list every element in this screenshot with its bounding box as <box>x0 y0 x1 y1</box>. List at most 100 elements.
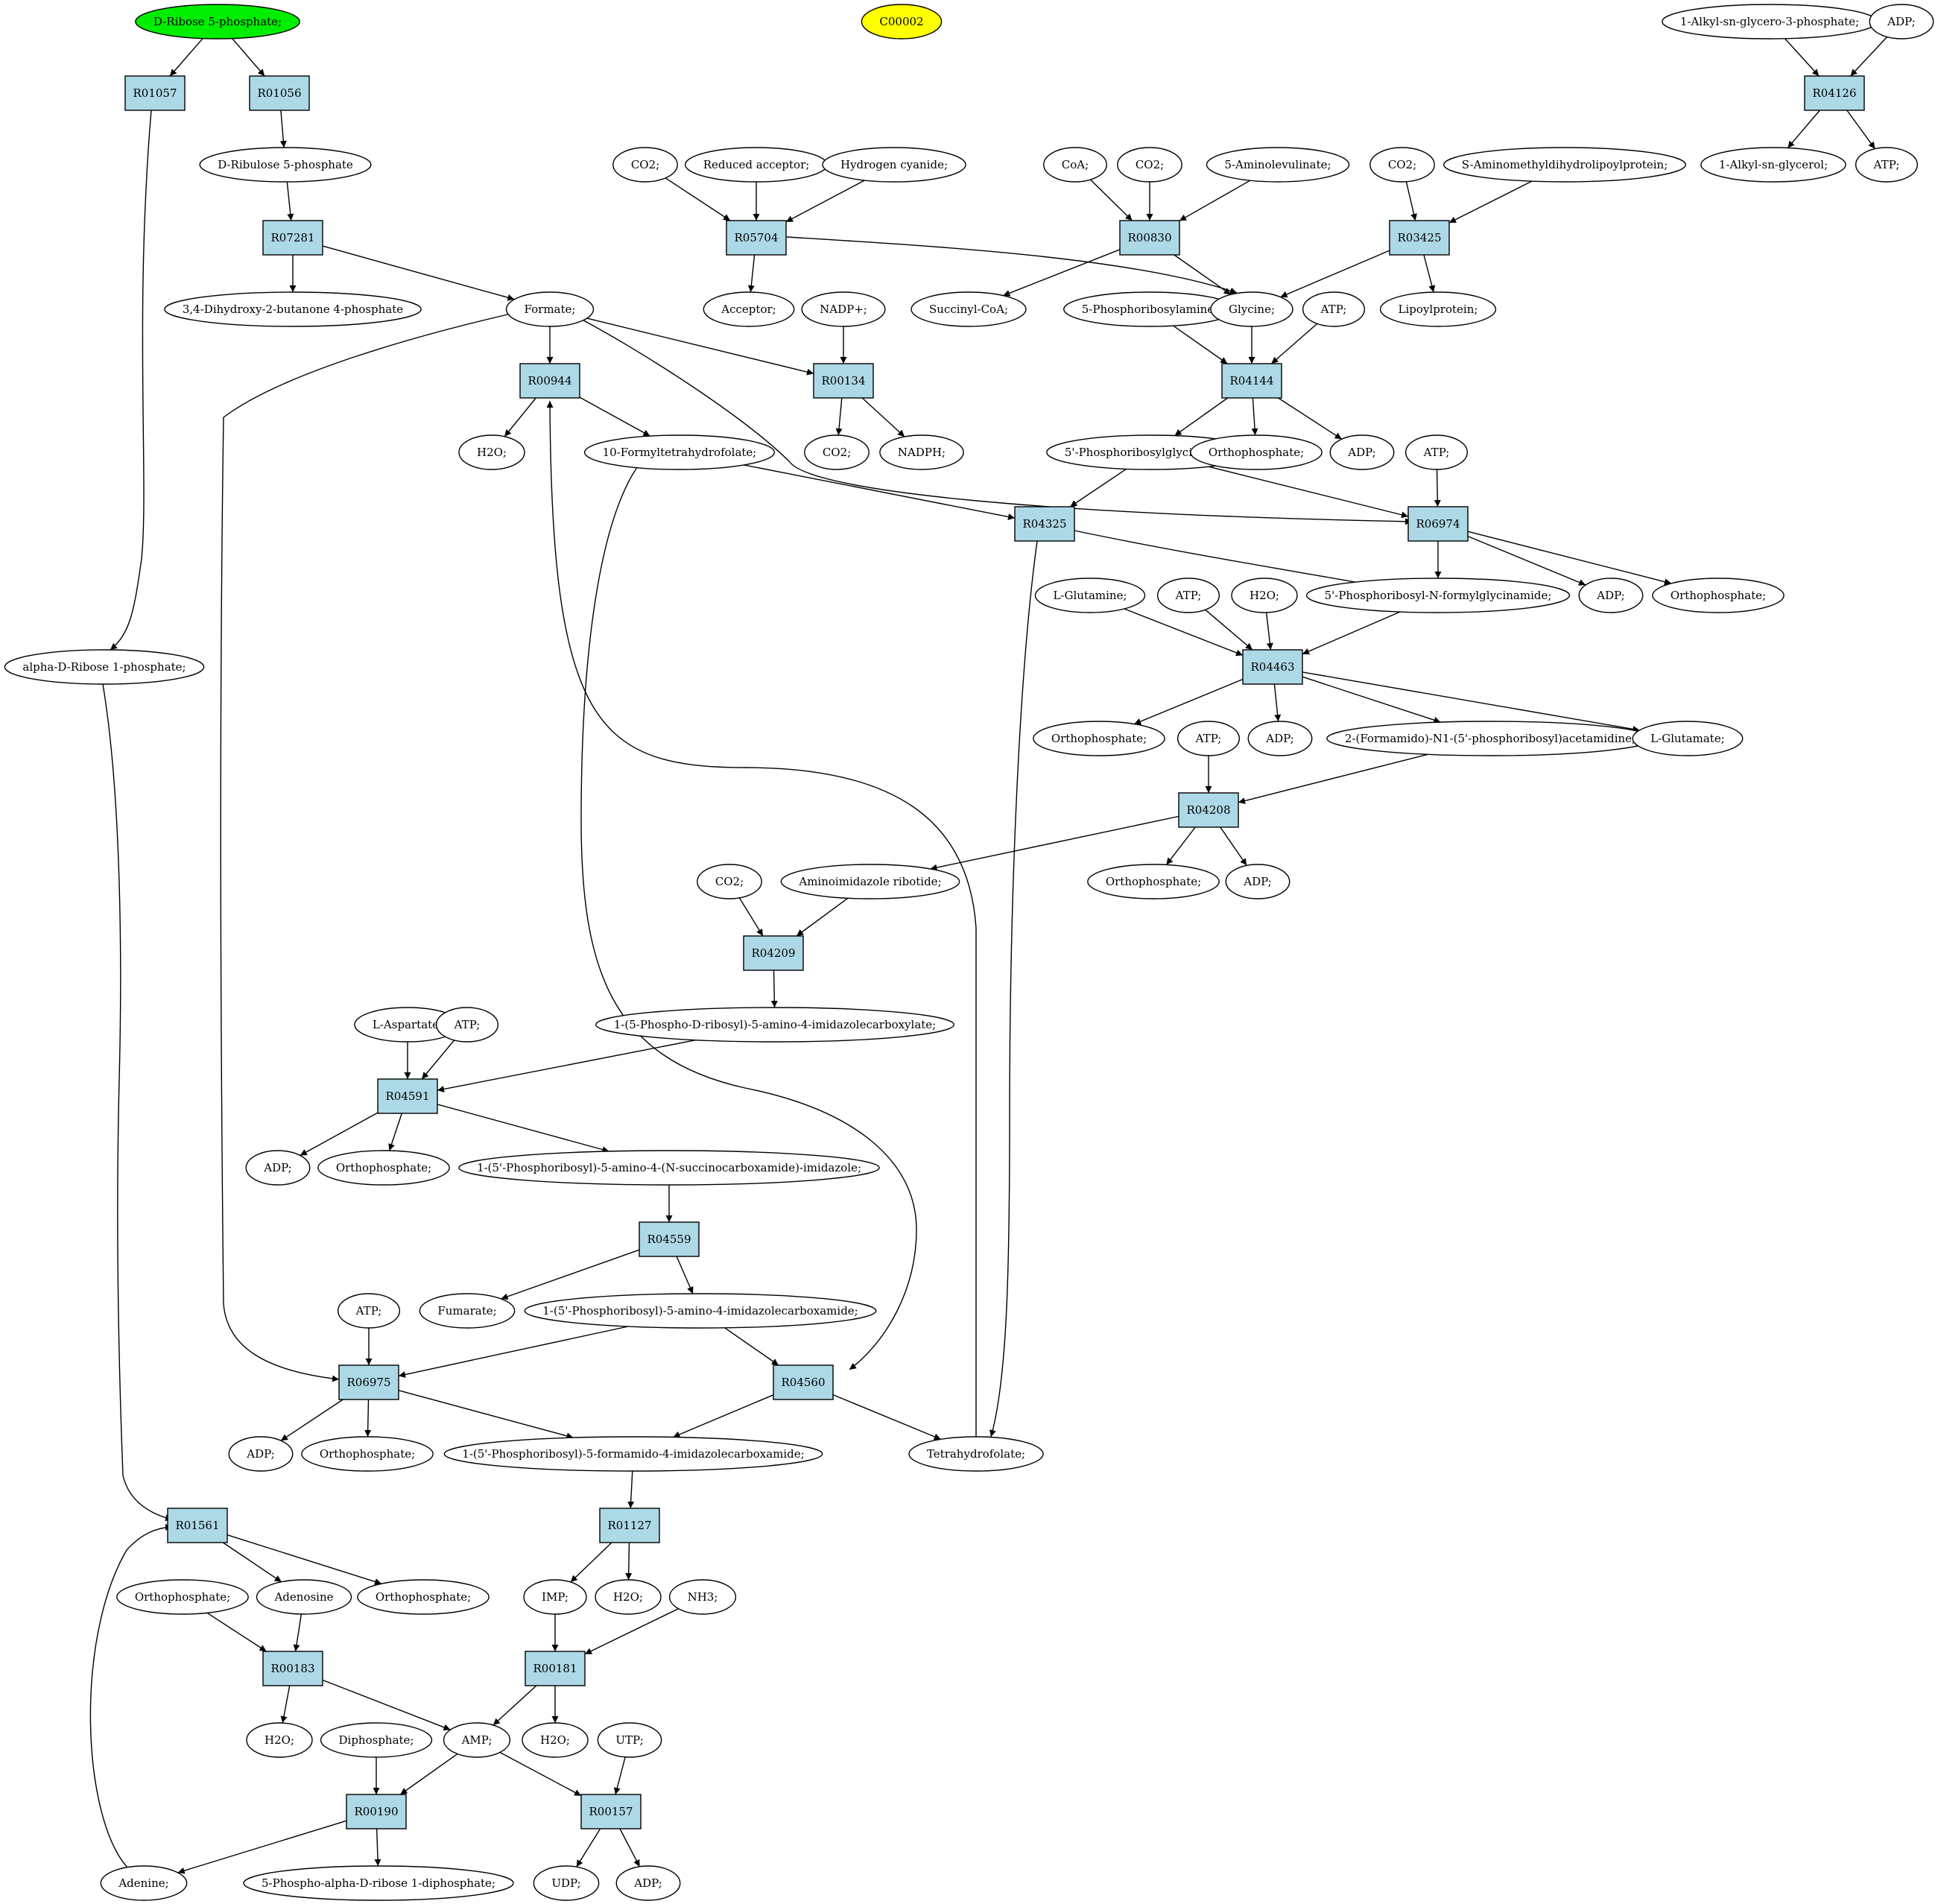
compound-node-c_atp_j[interactable]: ATP; <box>1176 721 1241 756</box>
compound-node-c_c00002[interactable]: C00002 <box>861 4 943 39</box>
reaction-node-r_R03425[interactable]: R03425 <box>1389 220 1450 256</box>
compound-node-c_h2o_c[interactable]: H2O; <box>595 1579 662 1615</box>
reaction-node-r_R06974[interactable]: R06974 <box>1407 506 1469 542</box>
reaction-node-r_R04144[interactable]: R04144 <box>1221 363 1282 399</box>
compound-node-c_pi_f[interactable]: Orthophosphate; <box>301 1436 434 1472</box>
compound-node-c_fgar[interactable]: 5'-Phosphoribosyl-N-formylglycinamide; <box>1305 578 1571 613</box>
compound-node-c_pi_e[interactable]: Orthophosphate; <box>317 1150 450 1186</box>
compound-node-c_ribulose5p[interactable]: D-Ribulose 5-phosphate <box>199 147 372 183</box>
reaction-node-r_R01057[interactable]: R01057 <box>124 75 186 111</box>
compound-node-c_adp_f[interactable]: ADP; <box>228 1436 294 1472</box>
compound-node-c_fgam[interactable]: 2-(Formamido)-N1-(5'-phosphoribosyl)acet… <box>1326 721 1654 756</box>
reaction-node-r_R00830[interactable]: R00830 <box>1119 220 1180 256</box>
compound-node-c_nadp[interactable]: NADP+; <box>801 291 886 327</box>
compound-node-c_redacc[interactable]: Reduced acceptor; <box>685 147 828 183</box>
reaction-node-r_R01561[interactable]: R01561 <box>167 1508 228 1543</box>
reaction-node-r_R04325[interactable]: R04325 <box>1014 506 1075 542</box>
compound-node-c_pi_c[interactable]: Orthophosphate; <box>1033 721 1165 756</box>
compound-node-c_adenosine[interactable]: Adenosine <box>256 1579 352 1615</box>
reaction-node-r_R00134[interactable]: R00134 <box>813 363 874 399</box>
compound-node-c_co2_d[interactable]: CO2; <box>804 434 870 470</box>
compound-node-c_dhbp[interactable]: 3,4-Dihydroxy-2-butanone 4-phosphate <box>164 291 422 327</box>
compound-node-c_atp_k[interactable]: ATP; <box>435 1007 499 1043</box>
reaction-node-r_R06975[interactable]: R06975 <box>338 1364 399 1400</box>
compound-node-c_rib5p[interactable]: D-Ribose 5-phosphate; <box>135 4 300 39</box>
compound-node-c_nh3[interactable]: NH3; <box>668 1579 737 1615</box>
compound-node-c_samdlp[interactable]: S-Aminomethyldihydrolipoylprotein; <box>1443 147 1686 183</box>
compound-node-c_nadph[interactable]: NADPH; <box>879 434 964 470</box>
compound-node-c_amp[interactable]: AMP; <box>443 1722 511 1758</box>
compound-node-c_atp_top[interactable]: ATP; <box>1855 147 1919 183</box>
compound-node-c_hcn[interactable]: Hydrogen cyanide; <box>822 147 966 183</box>
reaction-node-r_R04559[interactable]: R04559 <box>639 1221 700 1257</box>
reaction-node-r_R04591[interactable]: R04591 <box>377 1078 438 1114</box>
compound-node-c_adp_g[interactable]: ADP; <box>615 1865 681 1901</box>
reaction-node-r_R04209[interactable]: R04209 <box>743 935 804 971</box>
compound-node-c_co2_b[interactable]: CO2; <box>1117 147 1182 183</box>
compound-node-c_imp[interactable]: IMP; <box>523 1579 587 1615</box>
compound-node-c_lglu[interactable]: L-Glutamate; <box>1632 721 1744 756</box>
compound-node-c_lgln[interactable]: L-Glutamine; <box>1034 578 1146 613</box>
compound-node-c_cair[interactable]: 1-(5-Phospho-D-ribosyl)-5-amino-4-imidaz… <box>595 1007 954 1043</box>
reaction-node-r_R01056[interactable]: R01056 <box>249 75 310 111</box>
compound-node-c_adenine[interactable]: Adenine; <box>100 1865 188 1901</box>
compound-node-c_5ala[interactable]: 5-Aminolevulinate; <box>1206 147 1350 183</box>
compound-node-c_atp_i[interactable]: ATP; <box>1156 578 1220 613</box>
reaction-node-r_R07281[interactable]: R07281 <box>262 220 323 256</box>
compound-node-c_thf[interactable]: Tetrahydrofolate; <box>908 1436 1044 1472</box>
compound-node-c_alkylglycerol[interactable]: 1-Alkyl-sn-glycerol; <box>1700 147 1846 183</box>
reaction-node-r_R00157[interactable]: R00157 <box>580 1794 642 1829</box>
compound-node-c_co2_a[interactable]: CO2; <box>612 147 678 183</box>
compound-node-c_alkyl3p[interactable]: 1-Alkyl-sn-glycero-3-phosphate; <box>1662 4 1878 39</box>
compound-node-c_10fthf[interactable]: 10-Formyltetrahydrofolate; <box>583 434 776 470</box>
compound-node-c_air[interactable]: Aminoimidazole ribotide; <box>780 864 960 899</box>
compound-node-c_adp_top[interactable]: ADP; <box>1869 4 1934 39</box>
compound-node-c_adp_e[interactable]: ADP; <box>245 1150 311 1186</box>
reaction-node-r_R00944[interactable]: R00944 <box>519 363 580 399</box>
reaction-node-r_R00183[interactable]: R00183 <box>262 1651 323 1686</box>
compound-node-c_succoa[interactable]: Succinyl-CoA; <box>911 291 1027 327</box>
reaction-node-r_R00181[interactable]: R00181 <box>525 1651 586 1686</box>
compound-node-c_h2o_d[interactable]: H2O; <box>246 1722 313 1758</box>
compound-node-c_pi_g[interactable]: Orthophosphate; <box>116 1579 249 1615</box>
compound-node-c_adp_c[interactable]: ADP; <box>1247 721 1313 756</box>
reaction-node-r_R04560[interactable]: R04560 <box>773 1364 834 1400</box>
compound-node-c_udp[interactable]: UDP; <box>533 1865 600 1901</box>
edge-r_R00157-to-c_udp <box>576 1828 601 1867</box>
compound-node-c_saicar[interactable]: 1-(5'-Phosphoribosyl)-5-amino-4-(N-succi… <box>458 1150 880 1186</box>
reaction-node-r_R00190[interactable]: R00190 <box>346 1794 407 1829</box>
compound-node-c_pi_b[interactable]: Orthophosphate; <box>1652 578 1784 613</box>
compound-node-c_prpp[interactable]: 5-Phospho-alpha-D-ribose 1-diphosphate; <box>243 1865 514 1901</box>
reaction-node-r_R04463[interactable]: R04463 <box>1242 649 1303 685</box>
compound-node-c_coa[interactable]: CoA; <box>1043 147 1107 183</box>
compound-node-c_ar1p[interactable]: alpha-D-Ribose 1-phosphate; <box>4 649 205 685</box>
compound-node-c_h2o_e[interactable]: H2O; <box>522 1722 589 1758</box>
compound-node-c_5pra[interactable]: 5-Phosphoribosylamine; <box>1063 291 1236 327</box>
reaction-node-r_R05704[interactable]: R05704 <box>726 220 787 256</box>
compound-node-c_formate[interactable]: Formate; <box>505 291 595 327</box>
compound-node-c_co2_c[interactable]: CO2; <box>1369 147 1435 183</box>
compound-node-c_lipoyl[interactable]: Lipoylprotein; <box>1379 291 1497 327</box>
compound-node-c_pi_a[interactable]: Orthophosphate; <box>1190 434 1323 470</box>
compound-node-c_atp_g[interactable]: ATP; <box>1302 291 1366 327</box>
reaction-node-r_R04126[interactable]: R04126 <box>1804 75 1865 111</box>
compound-node-c_adp_b[interactable]: ADP; <box>1578 578 1644 613</box>
compound-node-c_co2_e[interactable]: CO2; <box>697 864 762 899</box>
compound-node-c_diphos[interactable]: Diphosphate; <box>320 1722 433 1758</box>
compound-node-c_pi_h[interactable]: Orthophosphate; <box>357 1579 490 1615</box>
compound-node-c_pi_d[interactable]: Orthophosphate; <box>1087 864 1220 899</box>
compound-node-c_atp_h[interactable]: ATP; <box>1404 434 1469 470</box>
compound-node-c_atp_l[interactable]: ATP; <box>337 1293 401 1329</box>
compound-node-c_faicar[interactable]: 1-(5'-Phosphoribosyl)-5-formamido-4-imid… <box>443 1436 823 1472</box>
reaction-node-r_R04208[interactable]: R04208 <box>1178 792 1239 828</box>
compound-node-c_fumarate[interactable]: Fumarate; <box>419 1293 516 1329</box>
compound-node-c_h2o_b[interactable]: H2O; <box>1231 578 1298 613</box>
compound-node-c_aicar[interactable]: 1-(5'-Phosphoribosyl)-5-amino-4-imidazol… <box>524 1293 877 1329</box>
compound-node-c_utp[interactable]: UTP; <box>597 1722 662 1758</box>
compound-node-c_glycine[interactable]: Glycine; <box>1210 291 1293 327</box>
compound-node-c_h2o_a[interactable]: H2O; <box>458 434 525 470</box>
compound-node-c_adp_d[interactable]: ADP; <box>1225 864 1290 899</box>
compound-node-c_adp_a[interactable]: ADP; <box>1329 434 1395 470</box>
reaction-node-r_R01127[interactable]: R01127 <box>599 1508 660 1543</box>
compound-node-c_acceptor[interactable]: Acceptor; <box>703 291 795 327</box>
